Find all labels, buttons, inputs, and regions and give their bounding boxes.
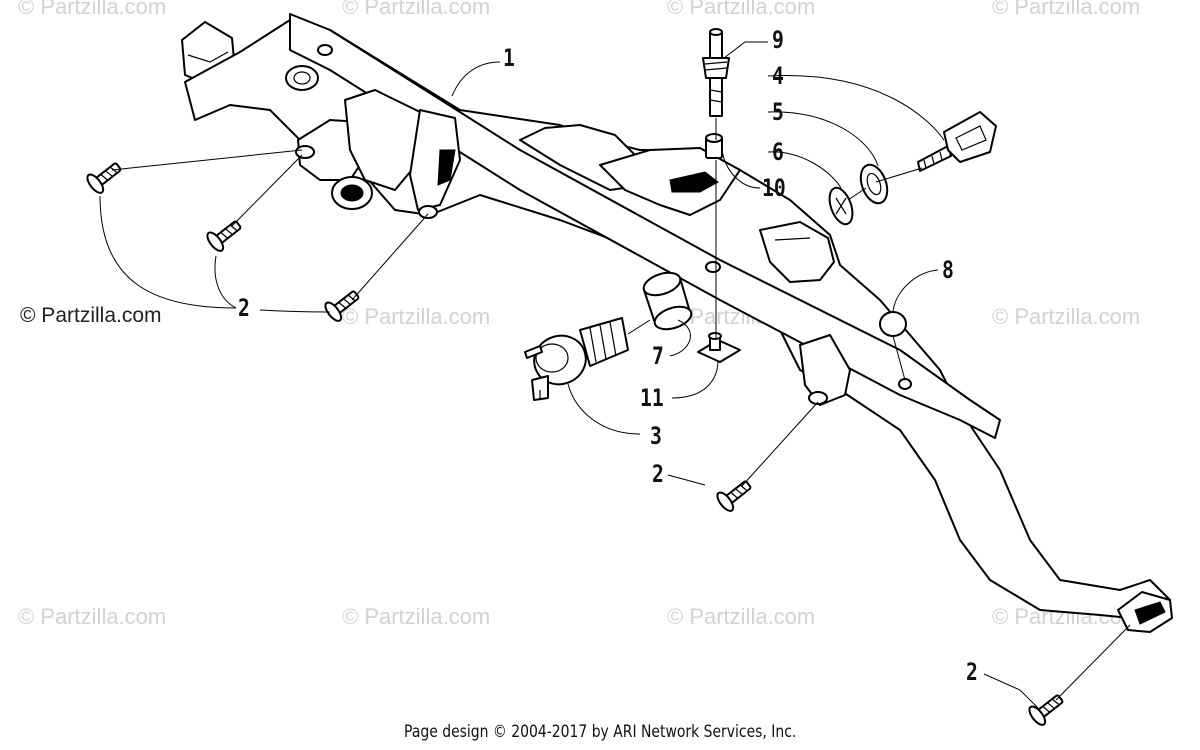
base-plate-part <box>697 332 741 363</box>
bushing-part <box>642 271 693 331</box>
watermark: © Partzilla.com <box>342 0 491 19</box>
callout-11: 11 <box>640 384 664 412</box>
watermark: © Partzilla.com <box>992 304 1141 329</box>
watermark: © Partzilla.com <box>667 604 816 629</box>
callout-6: 6 <box>772 138 784 166</box>
watermark: © Partzilla.com <box>18 0 167 19</box>
callout-7: 7 <box>652 342 664 370</box>
footer-text: Page design © 2004-2017 by ARI Network S… <box>403 722 797 742</box>
switch-part <box>524 317 629 401</box>
page-footer: Page design © 2004-2017 by ARI Network S… <box>0 722 1200 742</box>
watermark: © Partzilla.com <box>992 0 1141 19</box>
console-housing-part <box>181 13 1173 633</box>
callout-1: 1 <box>503 44 515 72</box>
watermark: © Partzilla.com <box>342 304 491 329</box>
washer-part <box>828 186 854 226</box>
key-part <box>917 111 997 172</box>
watermark: © Partzilla.com <box>18 604 167 629</box>
callout-8: 8 <box>942 256 954 284</box>
copyright-label: © Partzilla.com <box>20 304 162 327</box>
callout-5: 5 <box>772 98 784 126</box>
callout-2: 2 <box>966 658 978 686</box>
screw-part <box>86 162 1064 726</box>
callout-10: 10 <box>762 174 786 202</box>
spacer-part <box>705 133 723 159</box>
callout-9: 9 <box>772 26 784 54</box>
callout-2: 2 <box>652 460 664 488</box>
leader-lines <box>99 41 1131 709</box>
watermark: © Partzilla.com <box>342 604 491 629</box>
watermark: © Partzilla.com <box>667 0 816 19</box>
callout-2: 2 <box>238 294 250 322</box>
callout-3: 3 <box>650 422 662 450</box>
bolt-part <box>702 28 730 117</box>
plug-part <box>879 311 907 337</box>
nut-part <box>859 163 889 205</box>
callout-4: 4 <box>772 62 784 90</box>
